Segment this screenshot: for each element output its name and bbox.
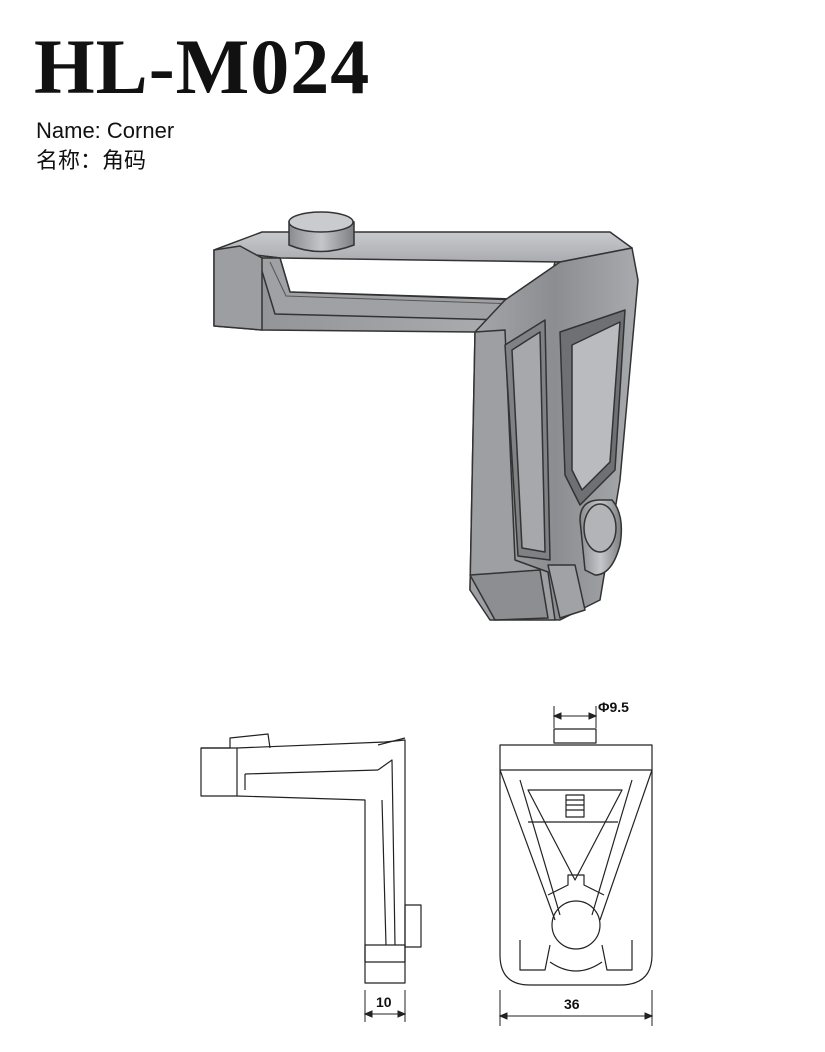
side-knob <box>579 499 623 576</box>
diameter-label: Φ9.5 <box>598 699 629 715</box>
diameter-dimension <box>552 706 598 728</box>
model-title: HL-M024 <box>34 23 371 110</box>
front-width-label: 36 <box>564 996 580 1012</box>
side-dimension-10 <box>363 990 407 1022</box>
horizontal-arm <box>213 231 633 343</box>
top-knob <box>288 211 355 253</box>
front-view-drawing <box>499 728 653 986</box>
vertical-arm <box>469 247 639 621</box>
side-view-drawing <box>200 733 422 984</box>
name-english: Name: Corner <box>36 118 175 143</box>
front-dimension-36 <box>498 990 654 1026</box>
name-chinese: 名称：角码 <box>36 148 147 173</box>
side-width-label: 10 <box>376 994 392 1010</box>
